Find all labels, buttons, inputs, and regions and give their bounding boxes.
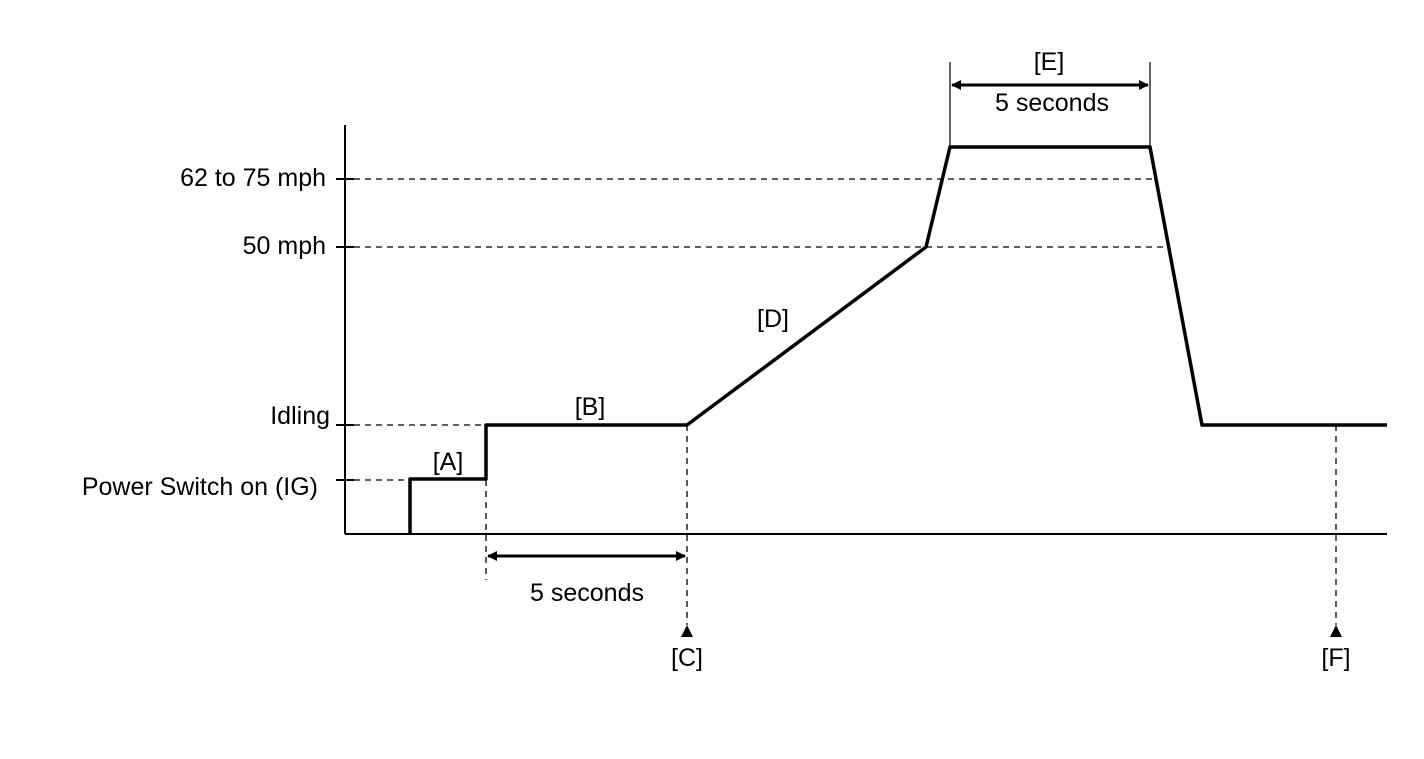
e-duration-label: 5 seconds bbox=[995, 89, 1109, 117]
label-idling: Idling bbox=[270, 402, 330, 430]
label-power-on: Power Switch on (IG) bbox=[82, 473, 318, 501]
phase-c-label: [C] bbox=[671, 644, 703, 672]
phase-f-label: [F] bbox=[1321, 644, 1350, 672]
label-speed-high: 62 to 75 mph bbox=[180, 164, 326, 192]
speed-profile-line bbox=[408, 145, 1387, 534]
phase-e-label: [E] bbox=[1034, 48, 1065, 76]
phase-b-label: [B] bbox=[575, 393, 606, 421]
f-marker-triangle bbox=[1330, 625, 1342, 637]
label-speed-50: 50 mph bbox=[243, 232, 326, 260]
c-marker-triangle bbox=[681, 625, 693, 637]
phase-d-label: [D] bbox=[757, 305, 789, 333]
b-duration-label: 5 seconds bbox=[530, 579, 644, 607]
phase-a-label: [A] bbox=[433, 448, 464, 476]
